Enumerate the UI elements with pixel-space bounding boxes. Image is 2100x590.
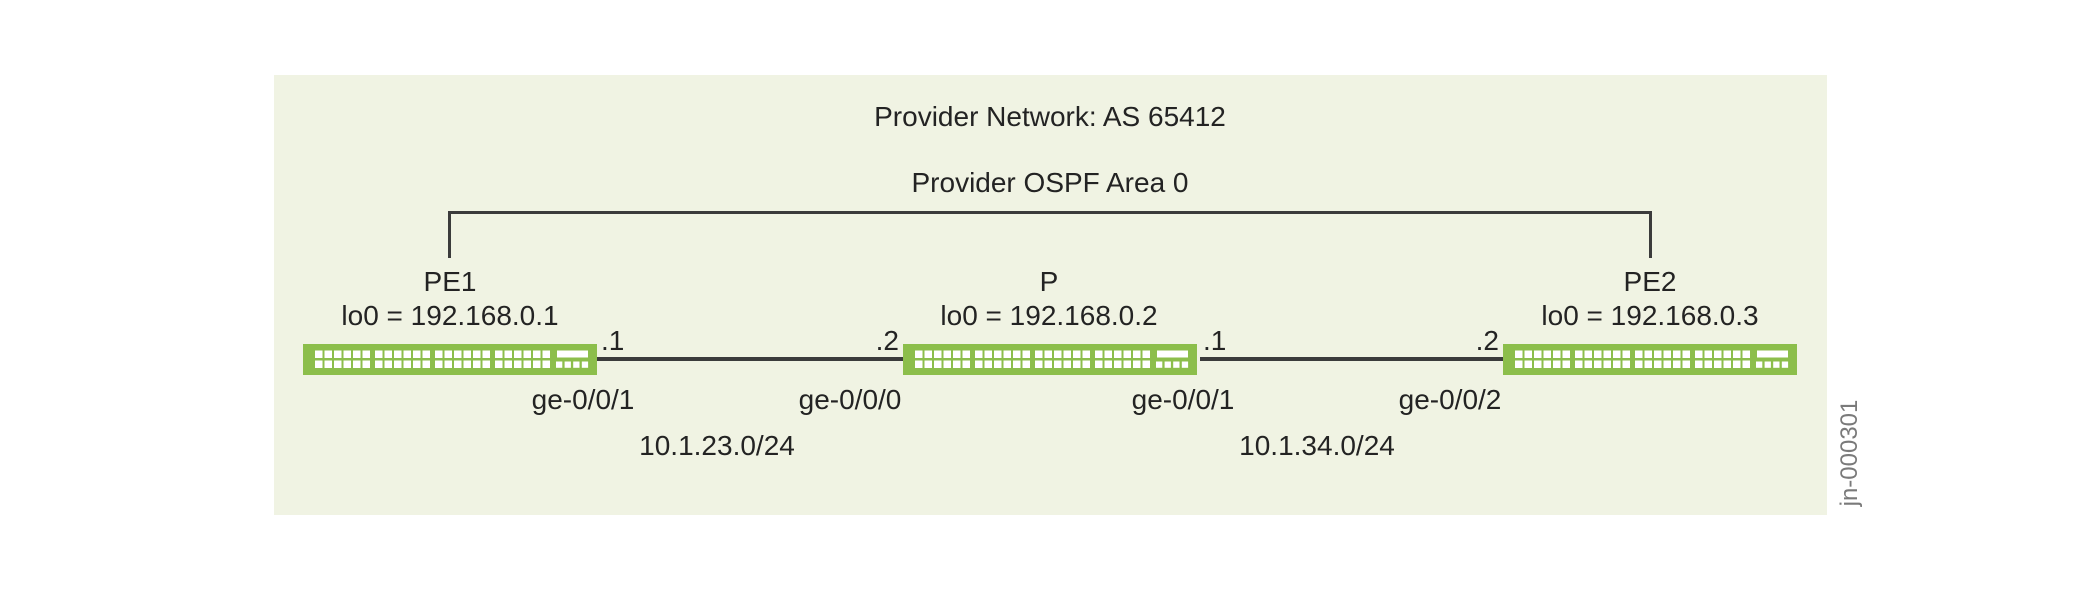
router-icon bbox=[903, 344, 1197, 375]
interface-label-p-right: ge-0/0/1 bbox=[1131, 384, 1235, 415]
router-pe2 bbox=[1503, 344, 1797, 375]
router-p bbox=[903, 344, 1197, 375]
router-loopback: lo0 = 192.168.0.3 bbox=[1541, 300, 1759, 331]
ospf-area-title: Provider OSPF Area 0 bbox=[911, 167, 1189, 198]
provider-network-panel bbox=[274, 75, 1827, 515]
link2-right-address: .2 bbox=[1475, 325, 1499, 356]
interface-label-pe2: ge-0/0/2 bbox=[1398, 384, 1502, 415]
router-pe1 bbox=[303, 344, 597, 375]
figure-id-watermark: jn-000301 bbox=[1836, 399, 1863, 507]
subnet-label-link2: 10.1.34.0/24 bbox=[1239, 430, 1395, 461]
router-name: PE1 bbox=[423, 266, 477, 297]
interface-label-p-left: ge-0/0/0 bbox=[798, 384, 902, 415]
router-label-pe2: PE2 lo0 = 192.168.0.3 bbox=[1541, 265, 1758, 333]
interface-label-pe1: ge-0/0/1 bbox=[531, 384, 635, 415]
ospf-area-bracket bbox=[448, 211, 1652, 258]
router-icon bbox=[1503, 344, 1797, 375]
router-name: PE2 bbox=[1623, 266, 1677, 297]
router-label-p: P lo0 = 192.168.0.2 bbox=[940, 265, 1157, 333]
link-pe1-p bbox=[597, 357, 903, 361]
router-name: P bbox=[1039, 266, 1059, 297]
router-loopback: lo0 = 192.168.0.1 bbox=[341, 300, 559, 331]
link1-right-address: .2 bbox=[875, 325, 899, 356]
link1-left-address: .1 bbox=[601, 325, 625, 356]
link-p-pe2 bbox=[1200, 357, 1503, 361]
router-label-pe1: PE1 lo0 = 192.168.0.1 bbox=[341, 265, 558, 333]
provider-network-title: Provider Network: AS 65412 bbox=[874, 101, 1226, 132]
router-loopback: lo0 = 192.168.0.2 bbox=[940, 300, 1158, 331]
link2-left-address: .1 bbox=[1203, 325, 1227, 356]
subnet-label-link1: 10.1.23.0/24 bbox=[639, 430, 795, 461]
router-icon bbox=[303, 344, 597, 375]
